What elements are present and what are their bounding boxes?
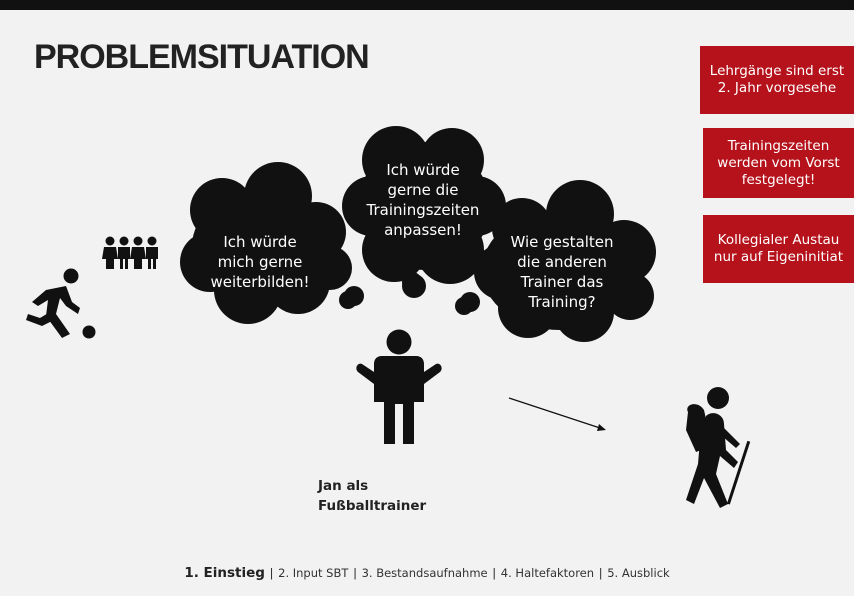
info-box-line: werden vom Vorst	[717, 154, 840, 171]
info-box-training-times: Trainingszeiten werden vom Vorst festgel…	[703, 128, 854, 198]
thought-line: Wie gestalten	[510, 233, 614, 251]
agenda-item-bestandsaufnahme[interactable]: 3. Bestandsaufnahme	[361, 566, 488, 580]
thought-bubble-2	[342, 126, 506, 298]
info-box-training-courses: Lehrgänge sind erst 2. Jahr vorgesehe	[700, 46, 854, 114]
info-box-line: festgelegt!	[741, 171, 816, 188]
agenda-item-einstieg[interactable]: 1. Einstieg	[184, 565, 265, 581]
thought-text-trainingszeiten: Ich würde gerne die Trainingszeiten anpa…	[360, 160, 486, 240]
thought-line: anpassen!	[384, 221, 462, 239]
agenda-item-haltefaktoren[interactable]: 4. Haltefaktoren	[500, 566, 595, 580]
info-box-line: Trainingszeiten	[727, 137, 830, 154]
thought-bubble-3	[455, 180, 656, 342]
info-box-line: nur auf Eigeninitiat	[713, 249, 844, 265]
thought-bubble-1	[180, 162, 364, 324]
shrugging-person-icon	[356, 329, 442, 444]
hiker-icon	[686, 387, 751, 508]
info-box-line: 2. Jahr vorgesehe	[717, 80, 837, 96]
arrow-icon	[508, 397, 606, 431]
info-box-exchange: Kollegialer Austau nur auf Eigeninitiat	[703, 215, 854, 283]
thought-line: die anderen	[517, 253, 607, 271]
thought-line: gerne die	[387, 181, 459, 199]
caption-line: Jan als	[318, 478, 369, 494]
agenda-item-input-sbt[interactable]: 2. Input SBT	[278, 566, 349, 580]
thought-text-training: Wie gestalten die anderen Trainer das Tr…	[500, 232, 624, 312]
agenda-separator: |	[269, 566, 274, 580]
group-of-people-icon	[102, 236, 158, 269]
thought-line: Ich würde	[223, 233, 297, 251]
thought-text-weiterbilden: Ich würde mich gerne weiterbilden!	[202, 232, 318, 292]
agenda-item-ausblick[interactable]: 5. Ausblick	[607, 566, 670, 580]
caption-line: Fußballtrainer	[318, 498, 427, 514]
person-caption: Jan als Fußballtrainer	[318, 476, 426, 516]
info-box-line: Lehrgänge sind erst	[709, 63, 845, 79]
thought-line: weiterbilden!	[210, 273, 310, 291]
thought-line: Trainer das	[520, 273, 604, 291]
info-box-line: Kollegialer Austau	[717, 232, 840, 248]
agenda-separator: |	[353, 566, 357, 580]
thought-line: mich gerne	[217, 253, 303, 271]
footer-agenda-nav: 1. Einstieg | 2. Input SBT | 3. Bestands…	[0, 565, 854, 581]
thought-line: Trainingszeiten	[366, 201, 480, 219]
soccer-player-icon	[26, 268, 96, 339]
slide-title: PROBLEMSITUATION	[34, 38, 370, 76]
agenda-separator: |	[492, 566, 497, 580]
top-bar	[0, 0, 854, 10]
thought-line: Ich würde	[386, 161, 460, 179]
thought-line: Training?	[528, 293, 596, 311]
agenda-separator: |	[598, 566, 603, 580]
